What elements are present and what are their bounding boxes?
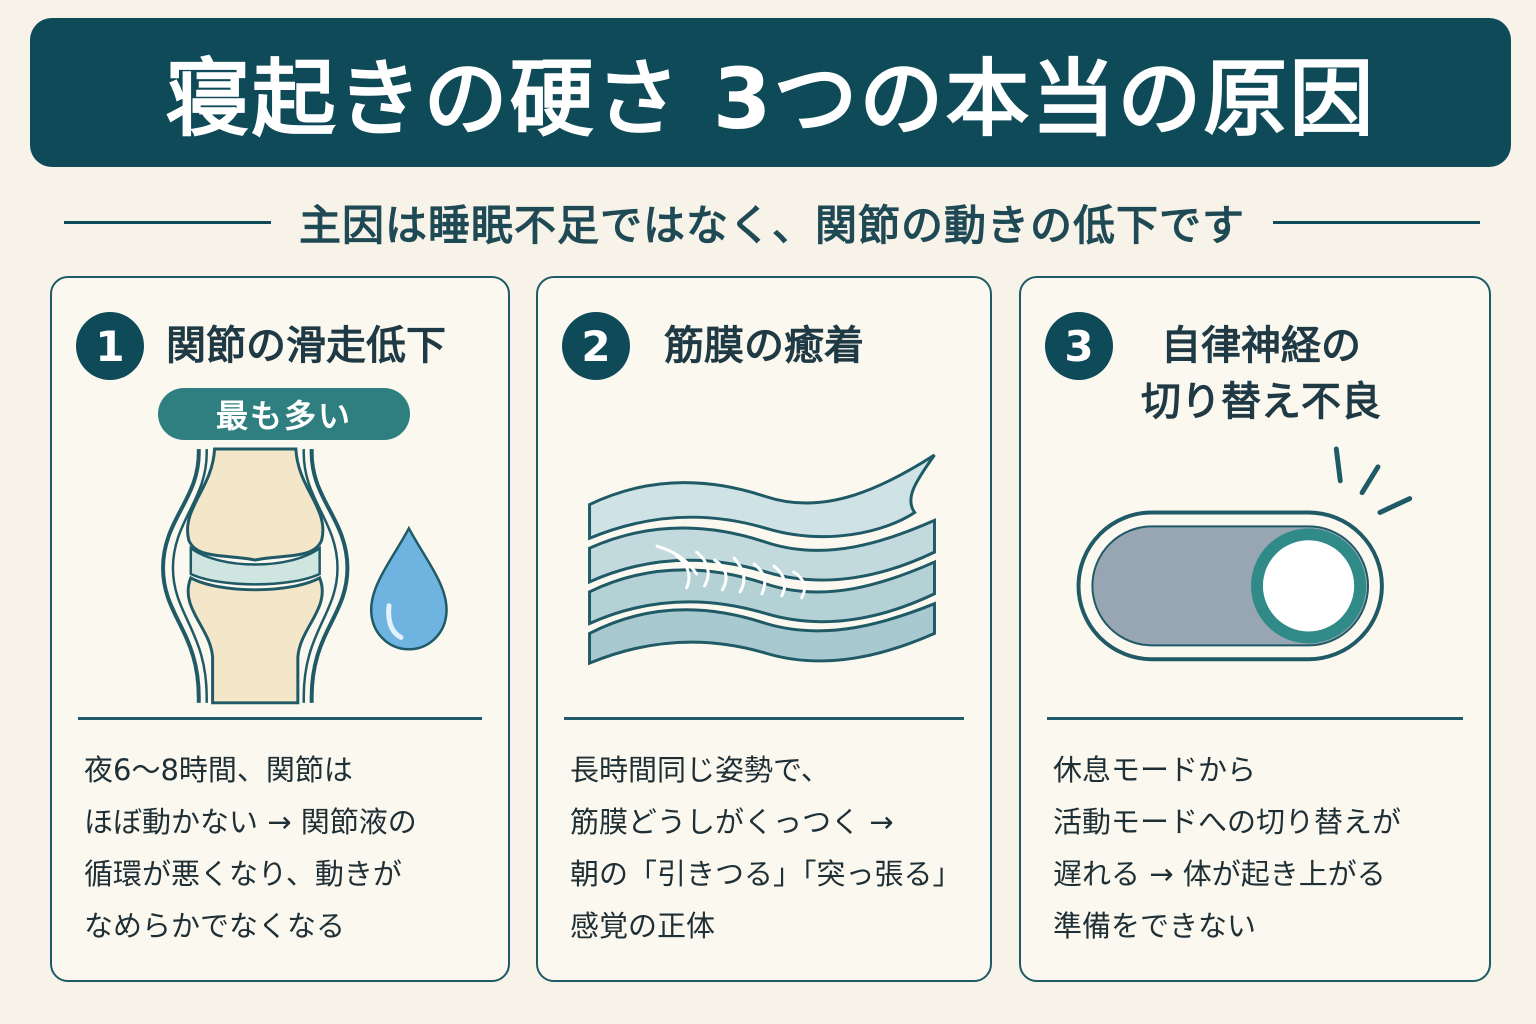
most-common-badge: 最も多い [158, 388, 410, 440]
card-title: 筋膜の癒着 [664, 323, 864, 369]
card-description: 休息モードから 活動モードへの切り替えが 遅れる → 体が起き上がる 準備をでき… [1053, 744, 1469, 952]
number-badge: 2 [562, 312, 630, 380]
knee-joint-icon [161, 447, 448, 705]
page-title: 寝起きの硬さ 3つの本当の原因 [165, 50, 1376, 148]
toggle-switch-icon [1076, 446, 1413, 662]
title-banner: 寝起きの硬さ 3つの本当の原因 [30, 18, 1511, 167]
card-divider [564, 717, 964, 720]
card-title-line: 自律神経の [1161, 323, 1361, 369]
subtitle-line-right [1273, 220, 1481, 224]
description-line: 朝の「引きつる」「突っ張る」 [570, 857, 962, 891]
card-header: 3 自律神経の 切り替え不良 [1045, 312, 1473, 430]
subtitle-row: 主因は睡眠不足ではなく、関節の動きの低下です [64, 192, 1481, 252]
fascia-layers-icon [588, 453, 936, 666]
description-line: 遅れる → 体が起き上がる [1053, 857, 1386, 891]
card-divider [1047, 717, 1463, 720]
water-drop-icon [369, 525, 448, 651]
description-line: 準備をできない [1053, 909, 1257, 943]
description-line: 休息モードから [1053, 753, 1257, 787]
card-title-line: 切り替え不良 [1141, 379, 1381, 425]
card-autonomic-switching: 3 自律神経の 切り替え不良 休息モードから 活動モードへの切り替えが 遅れる … [1019, 276, 1491, 982]
subtitle-line-left [64, 220, 271, 224]
description-line: なめらかでなくなる [84, 909, 346, 943]
description-line: ほぼ動かない → 関節液の [84, 805, 417, 839]
card-divider [78, 717, 482, 720]
description-line: 感覚の正体 [570, 909, 716, 943]
card-fascia-adhesion: 2 筋膜の癒着 長時間同じ姿勢で、 筋膜どうしがくっつく → 朝の「引きつる」「… [536, 276, 992, 982]
description-line: 夜6～8時間、関節は [84, 753, 353, 787]
description-line: 筋膜どうしがくっつく → [570, 805, 894, 839]
card-description: 長時間同じ姿勢で、 筋膜どうしがくっつく → 朝の「引きつる」「突っ張る」 感覚… [570, 744, 970, 952]
card-title: 関節の滑走低下 [166, 323, 446, 369]
card-header: 2 筋膜の癒着 [562, 312, 974, 380]
subtitle: 主因は睡眠不足ではなく、関節の動きの低下です [299, 200, 1246, 250]
description-line: 活動モードへの切り替えが [1053, 805, 1402, 839]
number-badge: 3 [1045, 312, 1113, 380]
card-header: 1 関節の滑走低下 [76, 312, 492, 380]
description-line: 長時間同じ姿勢で、 [570, 753, 830, 787]
card-title: 自律神経の 切り替え不良 [1141, 318, 1381, 430]
number-badge: 1 [76, 312, 144, 380]
description-line: 循環が悪くなり、動きが [84, 857, 402, 891]
card-joint-gliding: 1 関節の滑走低下 最も多い 夜6～8時間、関節は ほぼ動かない → 関節液の … [50, 276, 510, 982]
card-description: 夜6～8時間、関節は ほぼ動かない → 関節液の 循環が悪くなり、動きが なめら… [84, 744, 488, 952]
